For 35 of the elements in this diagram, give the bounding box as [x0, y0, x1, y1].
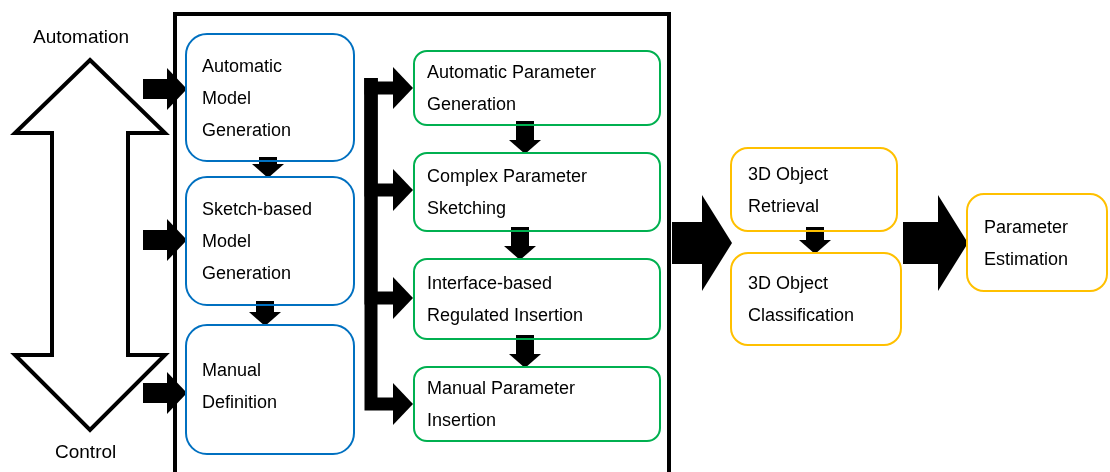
- box-label: Manual Parameter Insertion: [427, 377, 577, 432]
- process-box: [413, 152, 661, 232]
- arrow: [143, 68, 187, 110]
- arrow: [364, 78, 413, 425]
- box-label: Complex Parameter Sketching: [427, 165, 589, 220]
- scale-label: Automation: [33, 26, 130, 48]
- box-label: Parameter Estimation: [984, 215, 1070, 271]
- arrow: [143, 219, 187, 261]
- box-label: Manual Definition: [202, 359, 279, 414]
- process-box: [413, 50, 661, 126]
- box-label: Sketch-based Model Generation: [202, 198, 314, 285]
- scale-label: Control: [55, 441, 117, 463]
- process-box: [185, 324, 355, 455]
- box-label: Automatic Parameter Generation: [427, 61, 598, 116]
- process-box: [730, 147, 898, 232]
- arrow: [509, 121, 541, 154]
- arrow: [672, 195, 732, 291]
- arrow: [799, 227, 831, 254]
- arrow: [252, 157, 284, 178]
- process-box: [185, 176, 355, 306]
- box-label: 3D Object Classification: [748, 272, 856, 327]
- process-box: [730, 252, 902, 346]
- box-label: Interface-based Regulated Insertion: [427, 272, 585, 327]
- process-box: [413, 258, 661, 340]
- process-box: [185, 33, 355, 162]
- arrow: [504, 227, 536, 260]
- arrow: [249, 301, 281, 326]
- process-box: [966, 193, 1108, 292]
- box-label: Automatic Model Generation: [202, 54, 293, 142]
- process-box: [413, 366, 661, 442]
- arrow: [509, 335, 541, 368]
- arrow: [903, 195, 968, 291]
- arrow: [143, 372, 187, 414]
- box-label: 3D Object Retrieval: [748, 162, 830, 218]
- frame-box: [173, 12, 671, 472]
